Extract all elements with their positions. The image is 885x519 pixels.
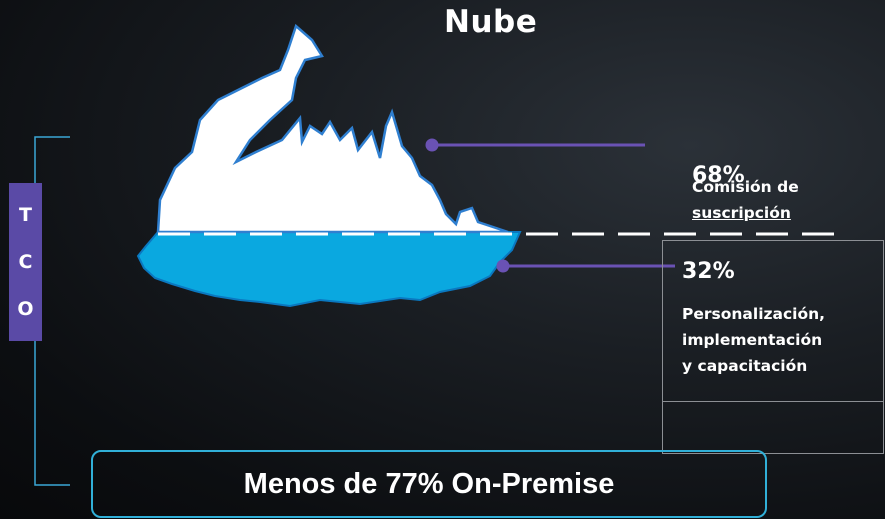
label-frame [662,240,884,454]
iceberg-above [156,23,509,234]
above-description: Comisión de suscripción [692,174,799,226]
label-frame-divider [662,401,884,402]
below-line2: implementación [682,331,823,349]
below-percent: 32% [682,259,735,284]
diagram-title: Nube [444,4,538,40]
above-line1: Comisión de [692,178,799,196]
callout-dot-above [425,138,439,152]
tco-letter-c: C [18,250,33,273]
tco-letter-o: O [17,298,34,321]
footer-text: Menos de 77% On-Premise [243,467,615,500]
above-percent: 68% [692,163,745,188]
callout-dot-below [496,259,510,273]
below-line1: Personalización, [682,305,826,323]
below-description: Personalización, implementación y capaci… [682,301,825,379]
tco-label: T C O [9,183,42,341]
footer-box: Menos de 77% On-Premise [91,450,767,518]
above-line2: suscripción [692,204,791,222]
below-line3: y capacitación [682,357,808,375]
tco-letter-t: T [19,203,32,226]
iceberg-underwater [136,231,522,308]
